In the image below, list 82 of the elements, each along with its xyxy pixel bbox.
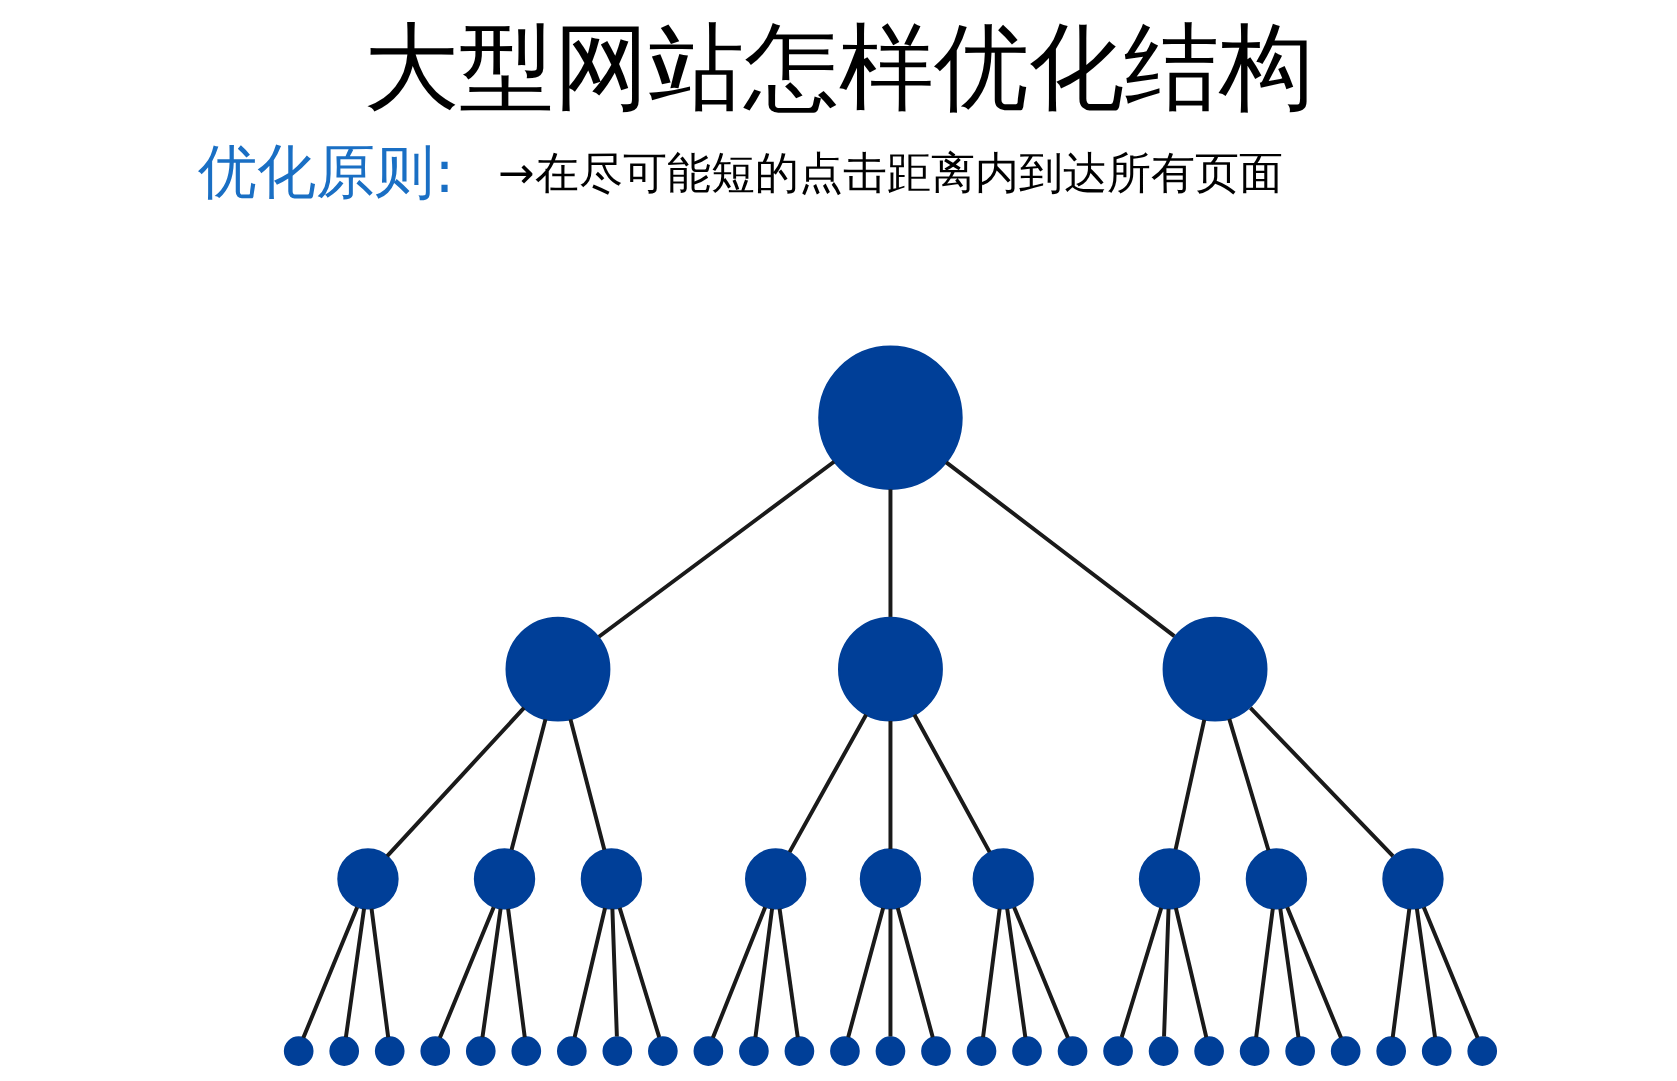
connector (1421, 906, 1479, 1039)
connector (1119, 907, 1163, 1038)
connector (710, 906, 767, 1039)
connector (888, 489, 892, 617)
node-circle (966, 1036, 996, 1066)
node-circle (1239, 1036, 1269, 1066)
diagram-title: 大型网站怎样优化结构 (363, 11, 1314, 122)
node-circle (283, 1036, 314, 1066)
connector (597, 460, 835, 639)
node-circle (473, 848, 535, 910)
node-circle (505, 616, 610, 722)
node-circle (419, 1036, 450, 1066)
node-circle (1011, 1036, 1042, 1066)
node-circle (738, 1036, 769, 1066)
connector (888, 908, 892, 1037)
node-circle (328, 1036, 359, 1066)
connector (1173, 907, 1208, 1038)
node-circle (1330, 1036, 1360, 1066)
node-circle (1138, 848, 1200, 910)
node-circle (1375, 1036, 1406, 1066)
connector (777, 908, 800, 1038)
connector (944, 460, 1176, 638)
connector (787, 713, 868, 854)
connector (369, 908, 390, 1038)
node-circle (465, 1036, 496, 1066)
node-circle (1466, 1036, 1497, 1066)
node-circle (1193, 1036, 1224, 1066)
connector (980, 908, 1002, 1038)
node-circle (1381, 848, 1444, 910)
node-circle (1162, 616, 1267, 722)
connector (1277, 908, 1300, 1038)
connector (609, 908, 619, 1037)
node-circle (336, 848, 399, 910)
connector (1173, 719, 1206, 850)
connector (568, 718, 606, 851)
connector (1248, 706, 1394, 858)
connector (1414, 908, 1437, 1038)
connector (509, 718, 547, 851)
node-circle (580, 848, 642, 910)
connector (1284, 906, 1343, 1039)
node-circle (374, 1036, 405, 1066)
node-circle (817, 345, 963, 491)
connector (301, 906, 359, 1039)
node-circle (1057, 1036, 1087, 1066)
node-circle (875, 1036, 905, 1066)
node-circle (1245, 848, 1307, 910)
node-circle (602, 1036, 632, 1066)
connector (1161, 908, 1170, 1037)
connector (343, 908, 366, 1038)
connector (572, 907, 607, 1038)
node-circle (859, 848, 921, 910)
node-circle (556, 1036, 587, 1066)
connector (1253, 908, 1275, 1038)
connector (912, 713, 991, 854)
node-circle (1284, 1036, 1315, 1066)
node-circle (1102, 1036, 1133, 1066)
connector (617, 907, 661, 1038)
node-circle (744, 848, 806, 910)
node-circle (837, 616, 943, 722)
connector (888, 720, 892, 850)
node-circle (693, 1036, 723, 1066)
connector (437, 906, 496, 1039)
connector (1226, 718, 1270, 851)
connector (895, 907, 935, 1038)
connector (385, 706, 525, 858)
node-circle (647, 1036, 678, 1066)
label: 优化原则: (197, 137, 454, 207)
connector (1004, 908, 1027, 1038)
connector (505, 908, 527, 1038)
connector (1390, 908, 1411, 1038)
connector (845, 907, 885, 1038)
connector (1011, 906, 1070, 1039)
node-circle (972, 848, 1034, 910)
node-circle (1148, 1036, 1178, 1066)
node-circle (920, 1036, 951, 1066)
node-circle (1421, 1036, 1452, 1066)
connector (480, 908, 503, 1038)
label: →在尽可能短的点击距离内到达所有页面 (497, 148, 1283, 199)
node-circle (784, 1036, 814, 1066)
node-circle (510, 1036, 541, 1066)
connector (752, 908, 774, 1038)
node-circle (829, 1036, 860, 1066)
